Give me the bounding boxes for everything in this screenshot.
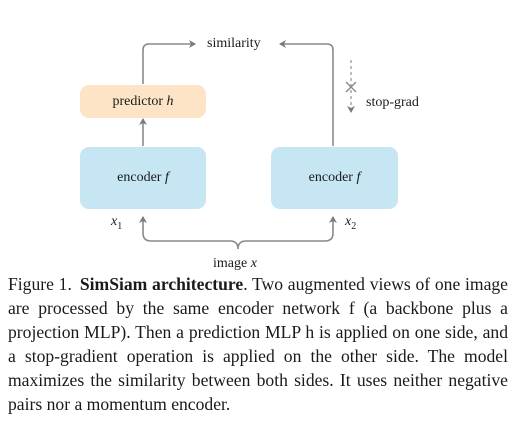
caption-body: . Two augmented views of one image are p… bbox=[8, 274, 508, 414]
caption-title: SimSiam architecture bbox=[79, 274, 244, 294]
architecture-diagram: similarity stop-grad predictor h encoder… bbox=[80, 36, 419, 272]
predictor-var: h bbox=[166, 93, 174, 109]
x2-sub: 2 bbox=[351, 220, 357, 232]
stop-grad-cross-icon bbox=[345, 81, 357, 93]
image-brace bbox=[142, 228, 334, 250]
x2-label: x2 bbox=[345, 214, 356, 235]
image-label: image x bbox=[213, 256, 257, 272]
x1-sub: 1 bbox=[117, 220, 123, 232]
encoder-left-var: f bbox=[164, 170, 169, 185]
encoder-right-var: f bbox=[356, 170, 361, 185]
predictor-label: predictor bbox=[112, 93, 164, 109]
diagram-arrows bbox=[139, 40, 357, 250]
stop-grad-label: stop-grad bbox=[366, 95, 419, 110]
predictor-box: predictor h bbox=[80, 85, 206, 118]
similarity-label: similarity bbox=[207, 36, 261, 51]
x1-var: x bbox=[111, 214, 118, 229]
encoder-left-box: encoder f bbox=[80, 147, 206, 209]
encoder-right-label: encoder bbox=[308, 170, 353, 185]
figure-caption: Figure 1. SimSiam architecture. Two augme… bbox=[8, 272, 508, 416]
figure-number: Figure 1. bbox=[8, 274, 72, 294]
image-text: image bbox=[213, 256, 248, 271]
image-var: x bbox=[250, 256, 257, 271]
arrow-predictor-to-similarity bbox=[142, 40, 196, 84]
x1-label: x1 bbox=[111, 214, 122, 235]
arrow-encoder-right-to-similarity bbox=[279, 40, 334, 146]
encoder-left-label: encoder bbox=[117, 170, 162, 185]
encoder-right-box: encoder f bbox=[271, 147, 398, 209]
x2-var: x bbox=[345, 214, 352, 229]
